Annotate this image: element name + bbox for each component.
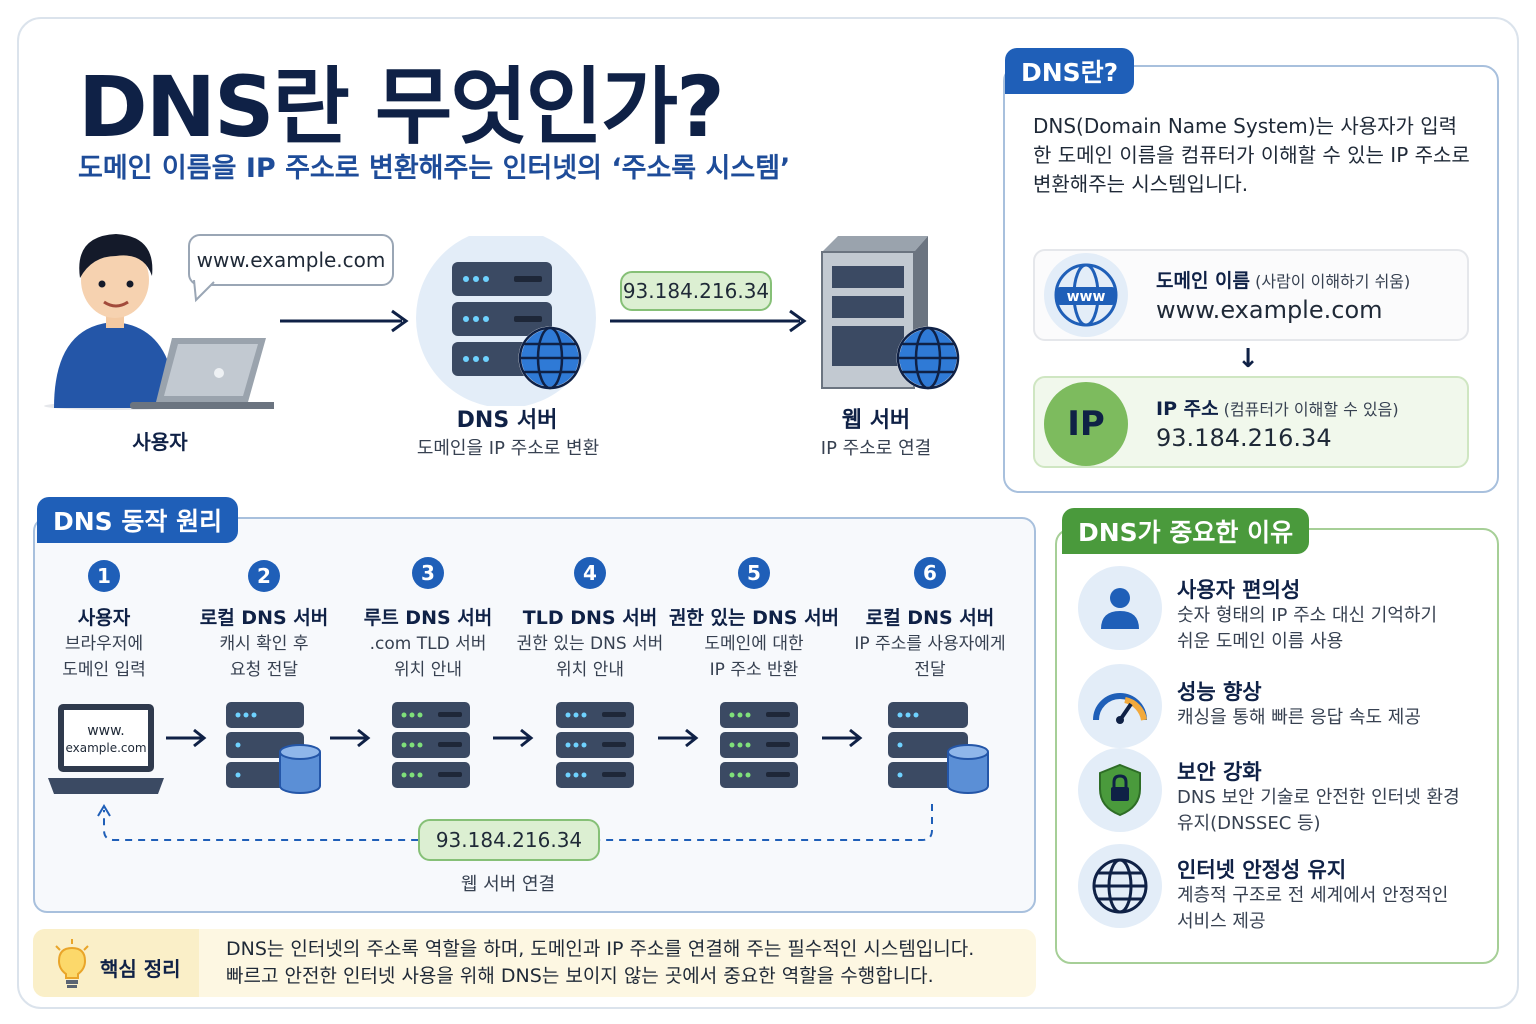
step-description-line: IP 주소를 사용자에게 (854, 634, 1006, 654)
step-arrow-icon (330, 728, 371, 748)
reason-description-line: 계층적 구조로 전 세계에서 안정적인 (1177, 885, 1449, 906)
page-title: DNS란 무엇인가? (78, 58, 725, 156)
step-arrow-icon (493, 728, 534, 748)
step-title: 로컬 DNS 서버 (199, 607, 329, 629)
arrow-down-icon: ↓ (1237, 344, 1259, 374)
step-description-line: 도메인 입력 (62, 660, 146, 680)
dns-server-icon (416, 236, 596, 406)
reason-title: 보안 강화 (1177, 760, 1262, 784)
ip-address-title: IP 주소 (1156, 398, 1219, 420)
step-description-line: 요청 전달 (230, 660, 298, 680)
ip-address-pill: 93.184.216.34 (620, 271, 772, 311)
dns-definition-tag: DNS란? (1005, 48, 1135, 94)
reason-description-line: 유지(DNSSEC 등) (1177, 813, 1321, 834)
dns-definition-text: DNS(Domain Name System)는 사용자가 입력한 도메인 이름… (1033, 114, 1470, 196)
step-title: 사용자 (77, 607, 131, 629)
summary-text: DNS는 인터넷의 주소록 역할을 하며, 도메인과 IP 주소를 연결해 주는… (226, 936, 974, 990)
ip-address-value: 93.184.216.34 (1156, 424, 1332, 452)
domain-name-heading: 도메인 이름 (사람이 이해하기 쉬움) (1156, 266, 1410, 293)
page-subtitle: 도메인 이름을 IP 주소로 변환해주는 인터넷의 ‘주소록 시스템’ (78, 153, 791, 184)
step-number-badge: 5 (738, 557, 770, 589)
www-globe-icon: www (1044, 253, 1128, 337)
ip-badge-text: IP (1067, 404, 1105, 444)
reason-description-line: DNS 보안 기술로 안전한 인터넷 환경 (1177, 787, 1460, 808)
step-description-line: 위치 안내 (556, 660, 624, 680)
step-title: 권한 있는 DNS 서버 (668, 607, 840, 629)
user-icon (1078, 566, 1162, 650)
summary-line-2: 빠르고 안전한 인터넷 사용을 위해 DNS는 보이지 않는 곳에서 중요한 역… (226, 965, 934, 987)
laptop-text-line2: example.com (65, 741, 146, 755)
summary-line-1: DNS는 인터넷의 주소록 역할을 하며, 도메인과 IP 주소를 연결해 주는… (226, 938, 975, 960)
dns-steps-tag: DNS 동작 원리 (37, 497, 239, 543)
step-number-badge: 2 (248, 560, 280, 592)
step-arrow-icon (166, 728, 207, 748)
step-number-badge: 4 (574, 557, 606, 589)
domain-name-title: 도메인 이름 (1156, 270, 1251, 292)
domain-name-value: www.example.com (1156, 296, 1383, 324)
step-title: TLD DNS 서버 (522, 607, 658, 629)
reason-title: 성능 향상 (1177, 680, 1262, 704)
step-number-badge: 1 (88, 560, 120, 592)
web-server-icon (821, 236, 960, 390)
reason-description-line: 숫자 형태의 IP 주소 대신 기억하기 (1177, 605, 1438, 626)
step-number-badge: 3 (412, 557, 444, 589)
user-illustration-icon (44, 234, 274, 410)
step-description-line: 도메인에 대한 (704, 634, 804, 654)
speedometer-icon (1078, 664, 1162, 748)
reason-description-line: 캐싱을 통해 빠른 응답 속도 제공 (1177, 707, 1421, 728)
step-arrow-icon (822, 728, 863, 748)
laptop-icon: www. example.com (48, 704, 164, 794)
local-dns-server-icon (226, 702, 321, 794)
reason-description-line: 서비스 제공 (1177, 911, 1266, 932)
outer-frame (17, 17, 1519, 1009)
return-path-label: 웹 서버 연결 (460, 874, 556, 895)
summary-label: 핵심 정리 (100, 957, 181, 981)
step-description-line: 위치 안내 (394, 660, 462, 680)
laptop-text-line1: www. (87, 723, 125, 739)
tld-dns-server-icon (556, 702, 634, 788)
summary-box (33, 929, 1036, 997)
step-arrow-icon (658, 728, 699, 748)
globe-icon (1078, 844, 1162, 928)
step-description-line: 브라우저에 (64, 634, 144, 654)
web-server-title: 웹 서버 (841, 408, 911, 433)
local-dns-server-return-icon (888, 702, 989, 794)
www-icon-text: www (1067, 289, 1106, 305)
arrow-right-icon (280, 309, 409, 333)
ip-address-hint: (컴퓨터가 이해할 수 있음) (1223, 400, 1399, 419)
step-title: 로컬 DNS 서버 (865, 607, 995, 629)
dns-server-subtitle: 도메인을 IP 주소로 변환 (416, 438, 600, 459)
reason-description-line: 쉬운 도메인 이름 사용 (1177, 631, 1344, 652)
step-description-line: 캐시 확인 후 (219, 634, 309, 654)
domain-speech-bubble: www.example.com (188, 234, 394, 286)
ip-address-heading: IP 주소 (컴퓨터가 이해할 수 있음) (1156, 394, 1399, 421)
step-description-line: .com TLD 서버 (369, 634, 487, 654)
dns-reasons-tag: DNS가 중요한 이유 (1062, 508, 1310, 554)
lightbulb-icon (55, 939, 89, 988)
shield-lock-icon (1078, 748, 1162, 832)
step-description-line: IP 주소 반환 (709, 660, 799, 680)
dns-server-title: DNS 서버 (456, 408, 558, 433)
domain-name-hint: (사람이 이해하기 쉬움) (1255, 272, 1411, 291)
web-server-subtitle: IP 주소로 연결 (820, 438, 932, 459)
step-number-badge: 6 (914, 557, 946, 589)
root-dns-server-icon (392, 702, 470, 788)
ip-badge-icon: IP (1044, 382, 1128, 466)
dns-definition-box (1003, 65, 1499, 493)
authoritative-dns-server-icon (720, 702, 798, 788)
arrow-right-icon (610, 309, 807, 333)
user-label: 사용자 (132, 430, 188, 454)
step-description-line: 전달 (914, 660, 946, 680)
step-description-line: 권한 있는 DNS 서버 (516, 634, 664, 654)
bubble-tail-icon (193, 280, 215, 303)
return-ip-pill: 93.184.216.34 (418, 819, 600, 861)
reason-title: 사용자 편의성 (1177, 578, 1301, 602)
reason-title: 인터넷 안정성 유지 (1177, 858, 1347, 882)
step-title: 루트 DNS 서버 (363, 607, 493, 629)
